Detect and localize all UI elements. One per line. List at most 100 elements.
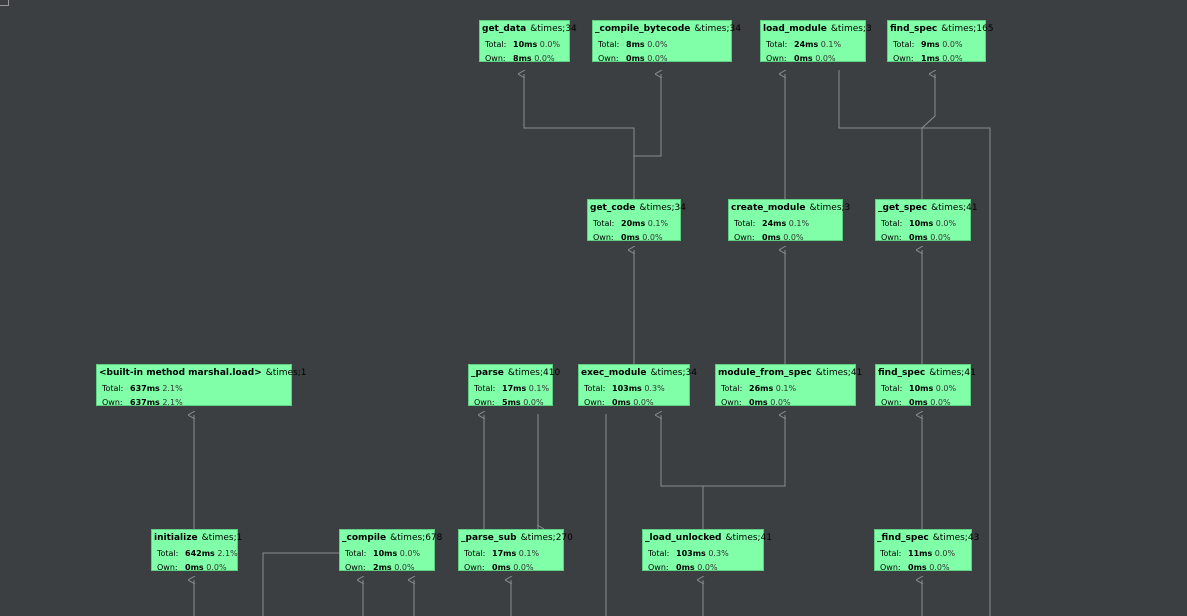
total-ms: 20ms [621, 219, 646, 228]
node-count: &times;678 [390, 533, 443, 543]
own-label: Own: [474, 398, 495, 407]
own-label: Own: [102, 398, 123, 407]
own-pct: 0.0% [815, 54, 836, 63]
own-label: Own: [734, 233, 755, 242]
total-pct: 0.1% [518, 549, 540, 558]
node-get_spec[interactable]: _get_spec&times;41 Total:10ms 0.0% Own:0… [875, 199, 978, 242]
node-compile_bytecode[interactable]: _compile_bytecode&times;34 Total:8ms 0.0… [592, 20, 741, 63]
total-pct: 0.0% [539, 40, 561, 49]
total-ms: 10ms [909, 219, 934, 228]
node-count: &times;410 [507, 368, 561, 378]
total-ms: 10ms [373, 549, 398, 558]
node-name: module_from_spec [718, 368, 812, 378]
total-ms: 26ms [749, 384, 774, 393]
node-module_from_spec[interactable]: module_from_spec&times;41 Total:26ms 0.1… [715, 364, 862, 407]
node-parse[interactable]: _parse&times;410 Total:17ms 0.1% Own:5ms… [468, 364, 560, 407]
total-pct: 0.0% [647, 40, 668, 49]
node-name: _find_spec [877, 533, 929, 543]
edge-load_unlocked-exec_module [661, 415, 704, 530]
node-load_module[interactable]: load_module&times;3 Total:24ms 0.1% Own:… [760, 20, 872, 63]
total-ms: 17ms [502, 384, 527, 393]
node-find_spec-top[interactable]: find_spec&times;165 Total:9ms 0.0% Own:1… [887, 20, 994, 63]
node-find_spec-mid[interactable]: find_spec&times;41 Total:10ms 0.0% Own:0… [875, 364, 976, 407]
node-parse_sub[interactable]: _parse_sub&times;270 Total:17ms 0.1% Own… [458, 529, 573, 572]
node-name: _get_spec [878, 203, 928, 213]
node-initialize[interactable]: initialize&times;1 Total:642ms 2.1% Own:… [151, 529, 242, 572]
edge-load_unlocked-module_from_spec [703, 415, 785, 487]
total-pct: 0.0% [935, 219, 957, 228]
node-get_code[interactable]: get_code&times;34 Total:20ms 0.1% Own:0m… [587, 199, 686, 242]
own-ms: 0ms [676, 563, 695, 572]
node-find_spec-low[interactable]: _find_spec&times;43 Total:11ms 0.0% Own:… [874, 529, 979, 572]
node-name: _parse_sub [461, 533, 517, 543]
total-pct: 2.1% [162, 384, 183, 393]
node-get_data[interactable]: get_data&times;34 Total:10ms 0.0% Own:8m… [479, 20, 577, 63]
own-pct: 0.0% [394, 563, 415, 572]
own-ms: 0ms [612, 398, 631, 407]
own-pct: 0.0% [633, 398, 654, 407]
own-pct: 0.0% [930, 398, 951, 407]
own-ms: 0ms [749, 398, 768, 407]
total-label: Total: [893, 40, 915, 49]
own-label: Own: [766, 54, 787, 63]
total-label: Total: [593, 219, 615, 228]
own-ms: 2ms [373, 563, 392, 572]
own-label: Own: [721, 398, 742, 407]
own-ms: 5ms [502, 398, 521, 407]
edge-compile-left [262, 552, 339, 616]
own-pct: 2.1% [162, 398, 183, 407]
node-count: &times;34 [694, 24, 741, 34]
own-ms: 0ms [794, 54, 813, 63]
own-label: Own: [593, 233, 614, 242]
own-label: Own: [345, 563, 366, 572]
total-ms: 8ms [626, 40, 645, 49]
total-label: Total: [598, 40, 620, 49]
node-count: &times;1 [265, 368, 307, 378]
total-ms: 103ms [676, 549, 706, 558]
edge-load_module-right [838, 70, 991, 616]
node-load_unlocked[interactable]: _load_unlocked&times;41 Total:103ms 0.3%… [642, 529, 772, 572]
own-pct: 0.0% [770, 398, 791, 407]
total-label: Total: [734, 219, 756, 228]
total-ms: 11ms [908, 549, 933, 558]
node-count: &times;43 [932, 533, 980, 543]
own-ms: 0ms [492, 563, 511, 572]
node-count: &times;1 [201, 533, 243, 543]
node-count: &times;41 [929, 368, 976, 378]
total-ms: 10ms [909, 384, 934, 393]
own-label: Own: [893, 54, 914, 63]
own-ms: 0ms [621, 233, 640, 242]
node-name: create_module [731, 203, 806, 213]
own-pct: 0.0% [697, 563, 718, 572]
own-ms: 0ms [909, 398, 928, 407]
total-label: Total: [474, 384, 496, 393]
node-count: &times;3 [809, 203, 851, 213]
node-exec_module[interactable]: exec_module&times;34 Total:103ms 0.3% Ow… [578, 364, 697, 407]
total-label: Total: [157, 549, 179, 558]
total-ms: 637ms [130, 384, 160, 393]
total-ms: 103ms [612, 384, 642, 393]
own-label: Own: [881, 398, 902, 407]
total-pct: 0.1% [820, 40, 842, 49]
own-ms: 0ms [626, 54, 645, 63]
own-ms: 637ms [130, 398, 160, 407]
own-pct: 0.0% [513, 563, 534, 572]
node-count: &times;34 [639, 203, 686, 213]
node-name: _load_unlocked [645, 533, 722, 543]
node-compile[interactable]: _compile&times;678 Total:10ms 0.0% Own:2… [339, 529, 442, 572]
total-ms: 17ms [492, 549, 517, 558]
node-name: load_module [763, 24, 827, 34]
total-pct: 0.1% [647, 219, 669, 228]
total-pct: 0.1% [788, 219, 810, 228]
node-name: initialize [154, 533, 198, 543]
node-create_module[interactable]: create_module&times;3 Total:24ms 0.1% Ow… [728, 199, 850, 242]
node-marshal_load[interactable]: <built-in method marshal.load>&times;1 T… [96, 364, 307, 407]
total-pct: 0.3% [644, 384, 665, 393]
node-count: &times;41 [931, 203, 978, 213]
own-label: Own: [881, 233, 902, 242]
own-label: Own: [880, 563, 901, 572]
total-pct: 0.3% [708, 549, 729, 558]
total-pct: 0.0% [942, 40, 963, 49]
own-ms: 8ms [513, 54, 532, 63]
